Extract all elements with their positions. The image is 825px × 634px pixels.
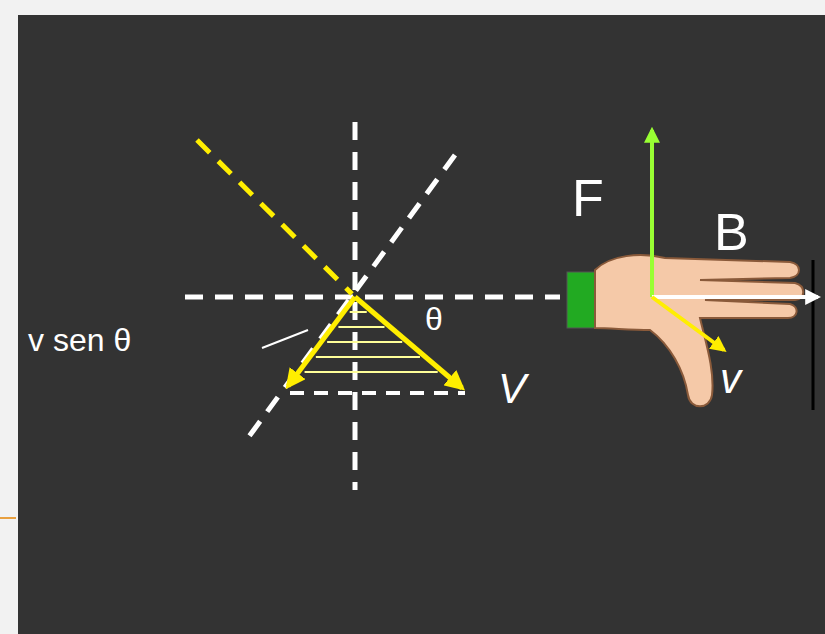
velocity-label: V (498, 368, 526, 410)
field-label: B (714, 206, 749, 258)
axis-lines (185, 122, 560, 490)
hatch-line (338, 326, 384, 328)
field-arrow (652, 295, 818, 299)
velocity-arrow (288, 297, 355, 386)
right-hand (595, 255, 803, 406)
black-line (812, 260, 815, 410)
velocity-arrow (355, 297, 462, 388)
velocity-label: v (720, 358, 741, 400)
hatch-line (316, 356, 420, 358)
hatch-line (305, 371, 438, 373)
velocity-arrow (652, 297, 724, 350)
yellow-dashed-line (197, 140, 352, 294)
edge-mark (0, 517, 16, 519)
hatch-line (350, 311, 367, 313)
force-label: F (572, 172, 604, 224)
leader-line (262, 330, 308, 348)
hand-cuff (567, 272, 595, 328)
angle-label: θ (425, 303, 443, 335)
component-label: v sen θ (28, 324, 131, 356)
background-panel (18, 15, 825, 634)
force-arrow (650, 130, 654, 297)
hatch-line (327, 341, 402, 343)
hatch-lines (305, 312, 438, 372)
